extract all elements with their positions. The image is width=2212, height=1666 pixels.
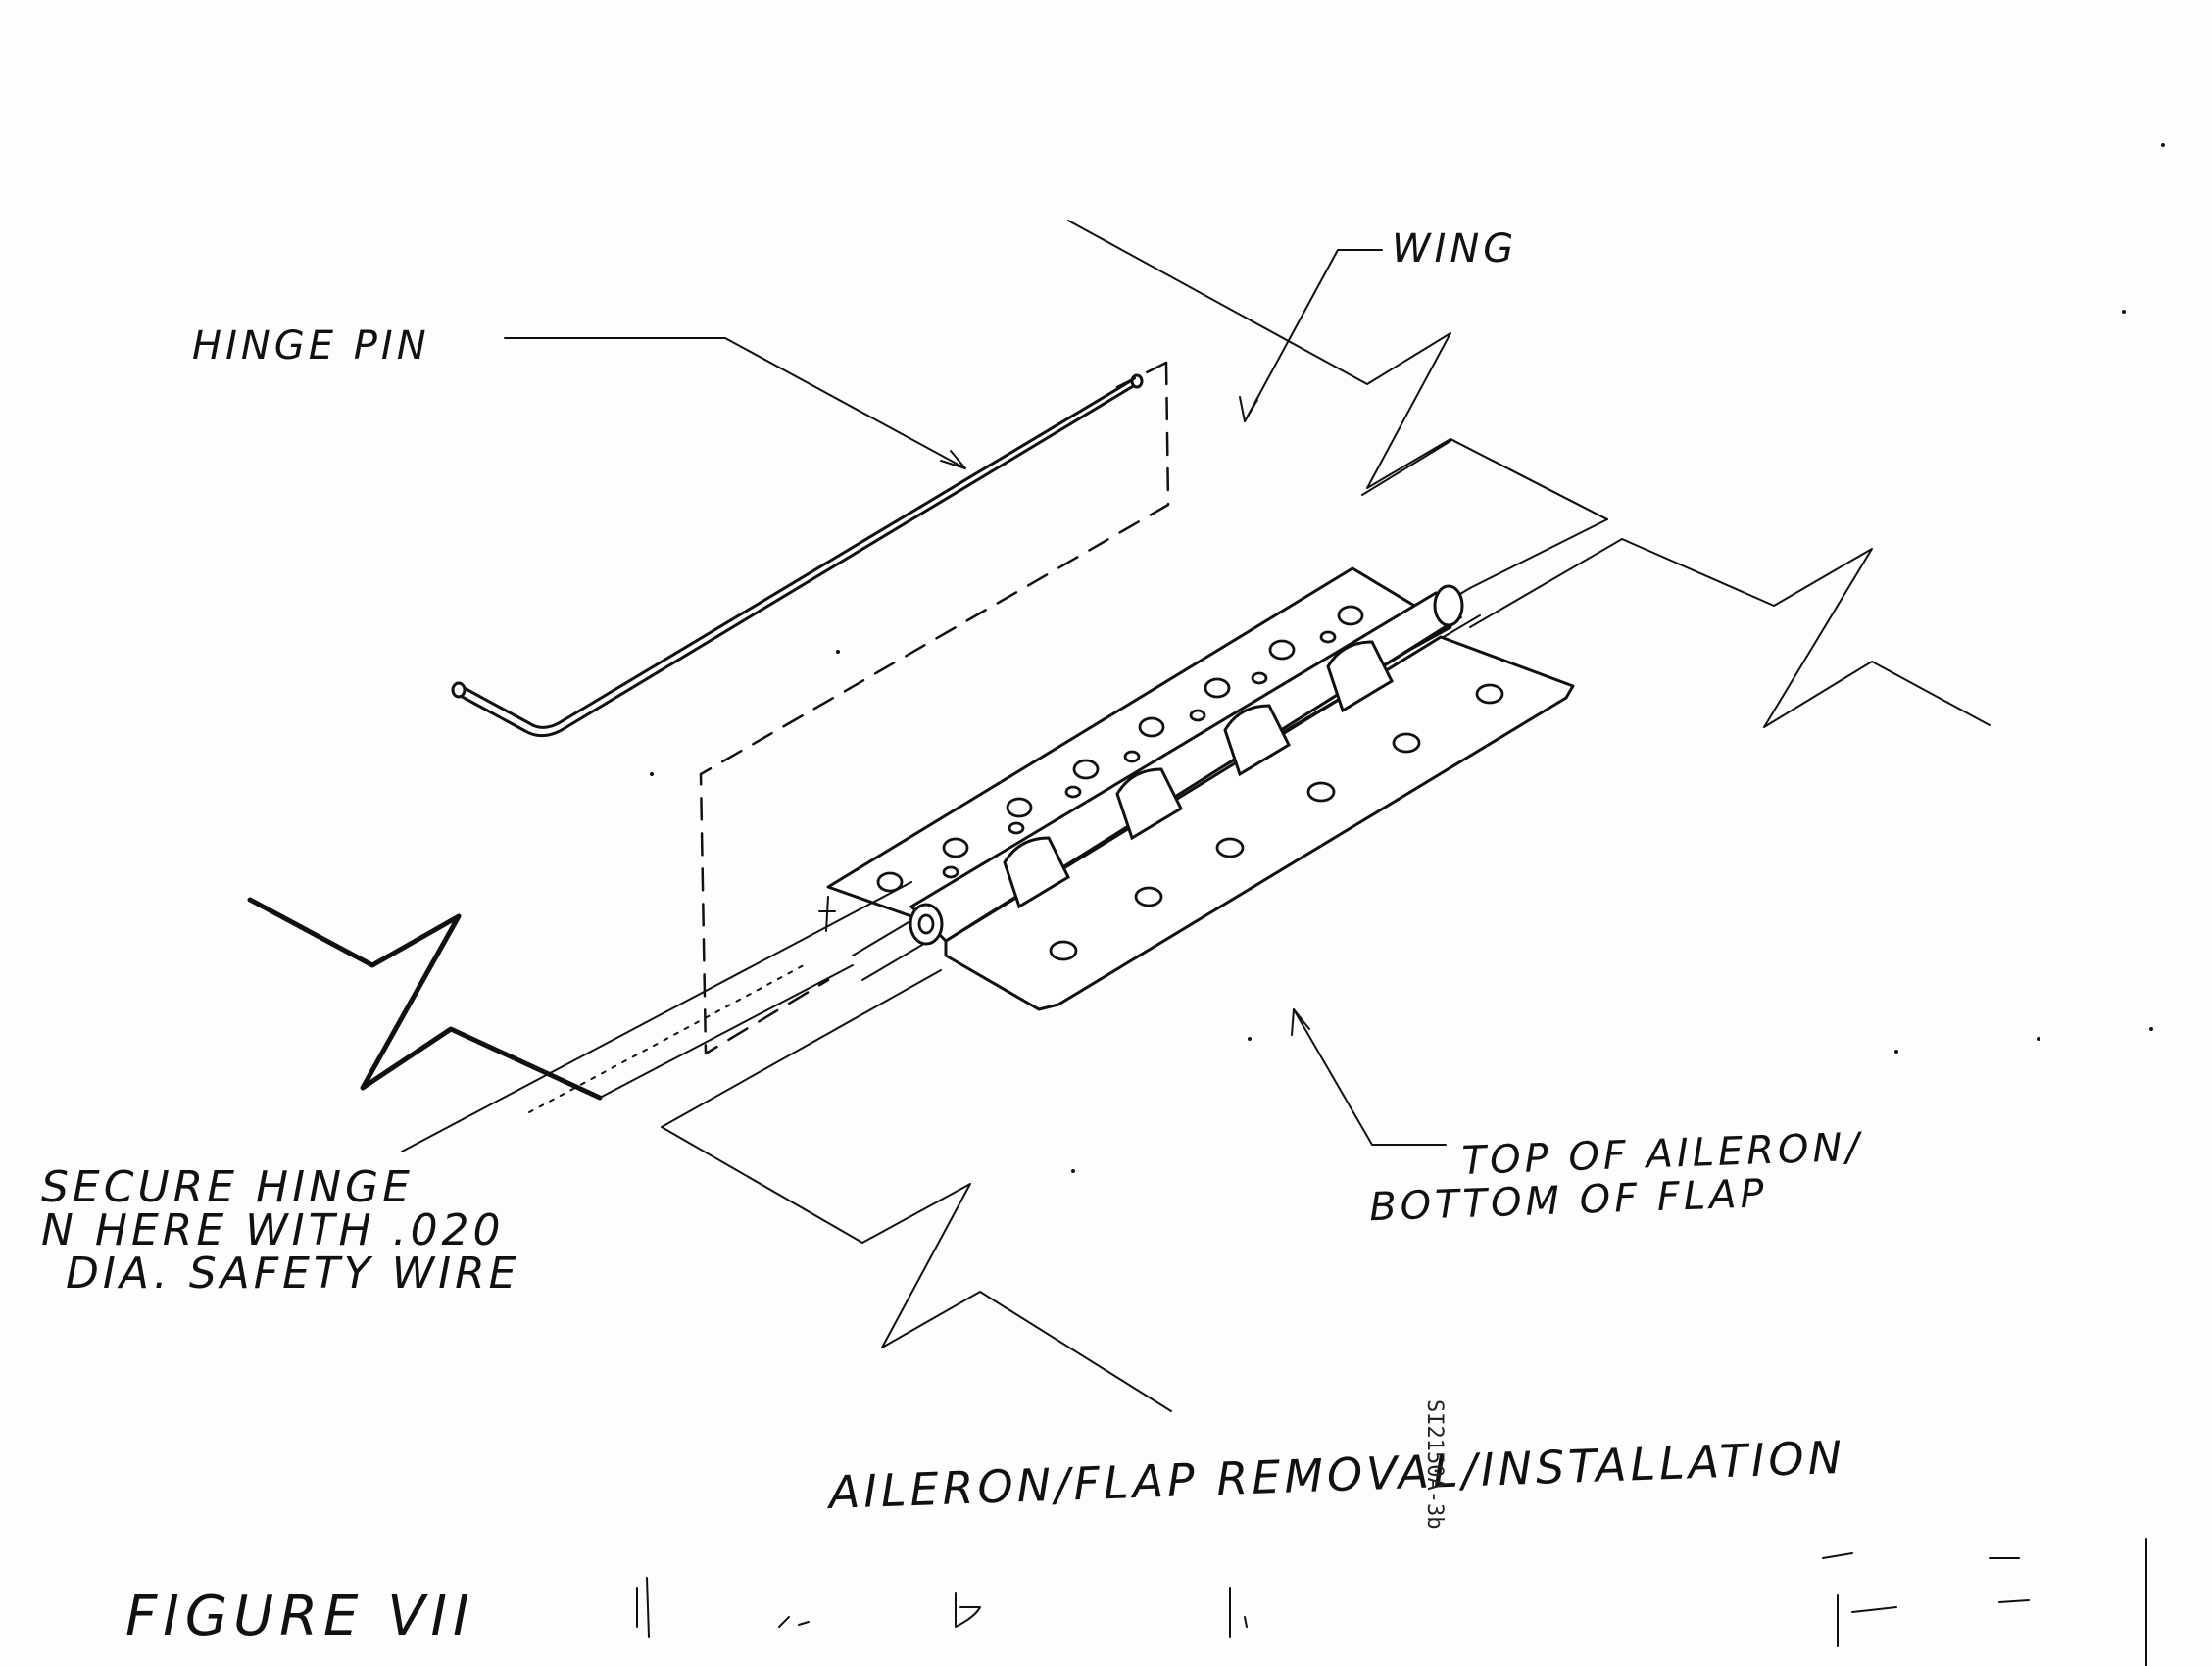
pin-tip (1130, 373, 1144, 389)
hinge-lower-plate (944, 635, 1575, 1011)
wing-label: WING (1392, 226, 1518, 271)
bottom-break-line (661, 1126, 1172, 1412)
safety-wire-leader (401, 881, 912, 1152)
left-edge-line (599, 964, 854, 1099)
faded-text-fragments (636, 1538, 2147, 1666)
hinge-pin (459, 375, 1139, 729)
scan-marks (650, 143, 2165, 1173)
wing-break-line (1067, 220, 1608, 589)
left-break-line (247, 897, 603, 1101)
hinge-knuckles (1003, 640, 1394, 909)
barrel-end-far (1433, 584, 1464, 627)
pin-handle-end (451, 681, 467, 699)
upper-plate-holes (876, 605, 1364, 893)
hinge-pin-label: HINGE PIN (192, 323, 430, 368)
top-of-aileron-leader (1293, 1008, 1447, 1146)
safety-wire-note: SECURE HINGE N HERE WITH .020 DIA. SAFET… (41, 1166, 519, 1296)
installation-plane (699, 361, 1170, 1055)
safety-wire-note-line2: N HERE WITH .020 (41, 1205, 505, 1255)
flap-break-line-right (1469, 538, 1991, 728)
safety-wire-note-line1: SECURE HINGE (41, 1162, 414, 1212)
bottom-edge-line (661, 969, 942, 1128)
top-of-aileron-label: TOP OF AILERON/ BOTTOM OF FLAP (1368, 1125, 1865, 1231)
safety-wire-note-line3: DIA. SAFETY WIRE (66, 1249, 520, 1298)
lower-plate-holes (1049, 683, 1504, 961)
safety-wire (818, 896, 836, 932)
wing-edge-line (1450, 438, 1608, 520)
barrel-bore (917, 913, 935, 935)
figure-number: FIGURE VII (125, 1585, 475, 1648)
wing-leader (1244, 249, 1383, 422)
hinge-pin-leader (504, 337, 966, 469)
document-id: SI2150A-3b (1422, 1399, 1447, 1530)
